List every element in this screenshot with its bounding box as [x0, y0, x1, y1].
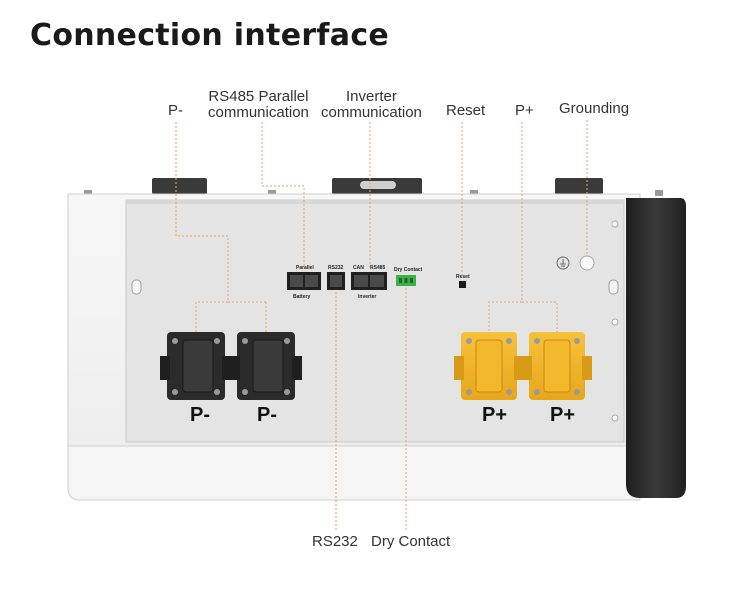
- rs232-port: RS232: [327, 265, 345, 290]
- callout-rs232: RS232: [312, 533, 358, 550]
- page-title: Connection interface: [30, 18, 390, 53]
- dry-contact-terminal: Dry Contact: [394, 267, 423, 286]
- svg-text:Inverter: Inverter: [358, 294, 376, 300]
- svg-text:Dry Contact: Dry Contact: [394, 267, 423, 273]
- parallel-ports: Parallel Battery: [287, 265, 321, 300]
- terminal-label-pos-2: P+: [550, 404, 575, 426]
- svg-text:Battery: Battery: [293, 294, 310, 300]
- reset-button: Reset: [456, 274, 470, 288]
- battery-chassis: [67, 193, 641, 501]
- callout-rs485-parallel-line1: RS485 Parallel: [208, 88, 309, 105]
- svg-text:Reset: Reset: [456, 274, 470, 280]
- callout-inverter-line2: communication: [321, 104, 422, 121]
- callout-inverter-line1: Inverter: [346, 88, 397, 105]
- callout-rs485-parallel-line2: communication: [208, 104, 309, 121]
- callout-grounding: Grounding: [559, 100, 630, 117]
- terminal-label-neg-1: P-: [190, 404, 210, 426]
- top-handles: [84, 178, 663, 196]
- terminal-label-pos-1: P+: [482, 404, 507, 426]
- callout-reset: Reset: [446, 102, 486, 119]
- svg-text:RS232: RS232: [328, 265, 344, 271]
- callout-inverter-communication: Inverter communication: [321, 89, 422, 121]
- grounding-terminal: [556, 255, 595, 271]
- svg-text:RS485: RS485: [370, 265, 386, 271]
- inverter-ports: CAN RS485 Inverter: [351, 265, 387, 300]
- callout-p-minus: P-: [168, 102, 183, 119]
- svg-text:CAN: CAN: [353, 265, 364, 271]
- svg-text:Parallel: Parallel: [296, 265, 314, 271]
- terminal-label-neg-2: P-: [257, 404, 277, 426]
- positive-connector-1: [454, 332, 524, 400]
- leader-lines: [175, 120, 588, 530]
- side-cap: [611, 198, 686, 498]
- negative-connector-1: [160, 332, 232, 400]
- callout-rs485-parallel: RS485 Parallel communication: [208, 89, 309, 121]
- positive-connector-2: [522, 332, 592, 400]
- callout-p-plus: P+: [515, 102, 534, 119]
- negative-connector-2: [230, 332, 302, 400]
- callout-dry-contact: Dry Contact: [371, 533, 451, 550]
